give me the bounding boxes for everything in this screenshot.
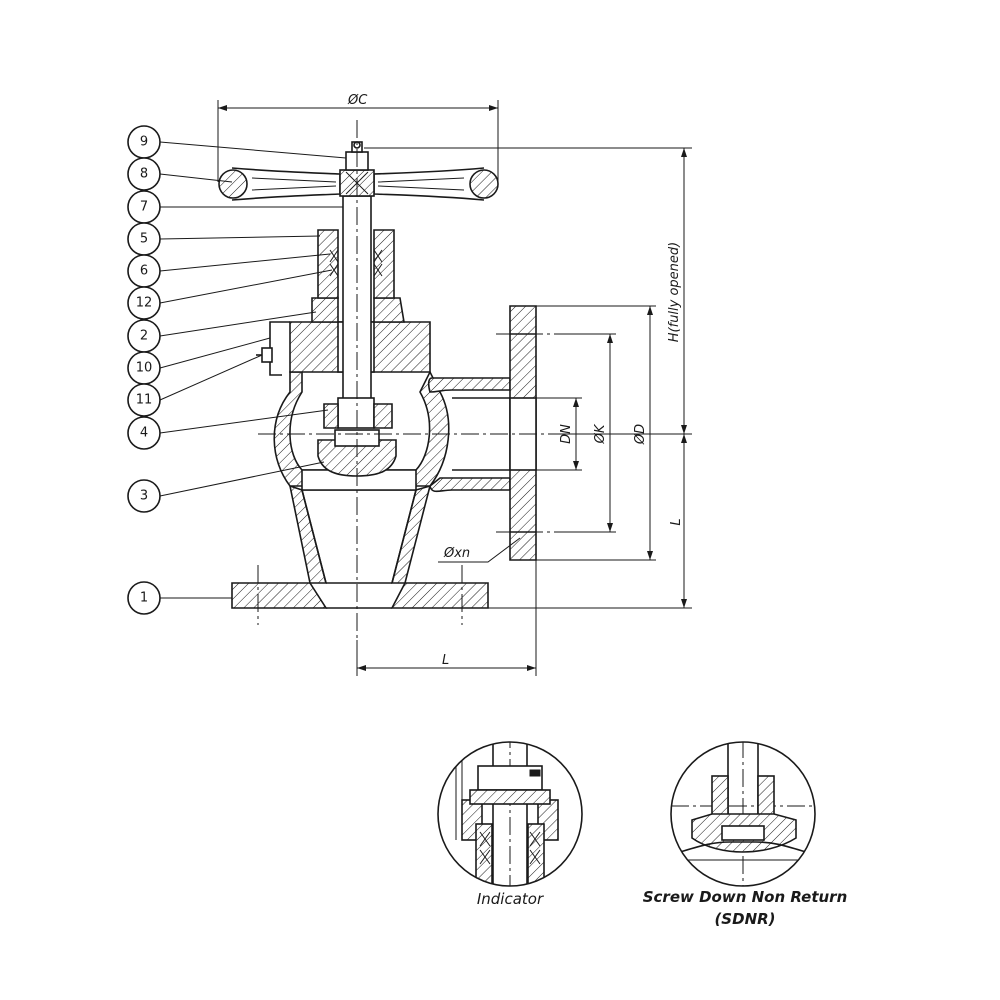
svg-text:4: 4 — [140, 426, 148, 441]
svg-text:12: 12 — [136, 296, 153, 311]
bottom-flange — [231, 582, 328, 609]
balloon-5: 5 — [127, 222, 321, 256]
body-left-wall — [288, 484, 328, 584]
valve-section-view — [218, 120, 560, 640]
packing — [329, 249, 383, 277]
dim-bolt-circle: ØK — [593, 423, 608, 444]
svg-text:1: 1 — [140, 591, 148, 606]
dim-bolt-holes: Øxn — [443, 546, 470, 561]
indicator-caption: Indicator — [477, 890, 544, 908]
detail-indicator: Indicator — [437, 741, 583, 908]
balloon-2: 2 — [127, 311, 317, 353]
body-right-wall — [390, 484, 432, 584]
balloon-4: 4 — [127, 409, 329, 450]
svg-text:7: 7 — [140, 200, 148, 215]
detail-sdnr: Screw Down Non Return (SDNR) — [643, 741, 848, 928]
bonnet-neck — [311, 297, 339, 323]
dim-length-horizontal: L — [442, 653, 449, 668]
balloon-1: 1 — [127, 581, 232, 615]
dim-flange-diameter: ØD — [633, 424, 648, 445]
dim-length-vertical: L — [669, 518, 684, 525]
outlet-branch-bottom — [429, 477, 511, 493]
sdnr-caption-line1: Screw Down Non Return — [643, 888, 848, 906]
svg-text:2: 2 — [140, 329, 148, 344]
dim-nominal-diameter: DN — [559, 424, 574, 444]
bottom-flange-right — [390, 582, 489, 609]
svg-text:6: 6 — [140, 264, 148, 279]
part-balloons: 9 8 7 5 6 12 2 — [127, 125, 347, 615]
gland-nut — [317, 229, 339, 299]
balloon-3: 3 — [127, 461, 325, 513]
balloon-12: 12 — [127, 269, 333, 320]
balloon-11: 11 — [127, 354, 263, 417]
dimensions: ØC H(fully opened) L DN ØK ØD Øxn L — [217, 93, 692, 676]
svg-text:9: 9 — [140, 135, 148, 150]
gland-nut-right — [373, 229, 395, 299]
svg-text:10: 10 — [136, 361, 153, 376]
svg-text:11: 11 — [136, 393, 153, 408]
sdnr-caption-line2: (SDNR) — [714, 910, 775, 928]
svg-text:5: 5 — [140, 232, 148, 247]
svg-text:8: 8 — [140, 167, 148, 182]
dim-handwheel-diameter: ØC — [347, 93, 368, 108]
balloon-9: 9 — [127, 125, 347, 159]
dim-height: H(fully opened) — [667, 242, 682, 342]
bonnet-neck-right — [373, 297, 405, 323]
balloon-8: 8 — [127, 157, 233, 191]
balloon-6: 6 — [127, 253, 331, 288]
svg-text:3: 3 — [140, 489, 148, 504]
outlet-branch-top — [427, 377, 511, 393]
balloon-10: 10 — [127, 337, 271, 385]
